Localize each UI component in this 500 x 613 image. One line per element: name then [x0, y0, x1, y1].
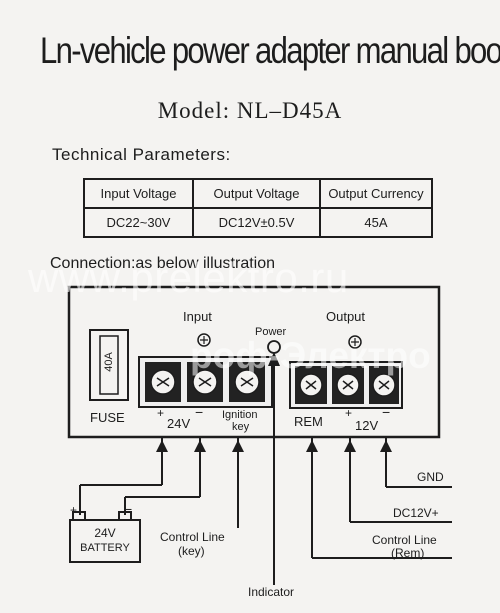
parameters-table: Input Voltage Output Voltage Output Curr…	[83, 178, 433, 238]
battery-minus-sign: −	[124, 501, 133, 517]
output-screw-icon	[348, 335, 362, 349]
output-plus-sign: +	[345, 406, 353, 420]
watermark-brand: роф-Электро	[190, 335, 431, 376]
parameters-value-row: DC22~30V DC12V±0.5V 45A	[83, 207, 433, 238]
input-terminal-block	[138, 356, 273, 408]
rem-label: REM	[294, 414, 323, 429]
value-output-currency: 45A	[319, 207, 433, 238]
fuse-holder	[89, 329, 129, 401]
output-minus-sign: −	[382, 404, 391, 420]
output-voltage-label: 12V	[355, 418, 379, 433]
technical-parameters-heading: Technical Parameters:	[52, 145, 231, 164]
header-input-voltage: Input Voltage	[83, 178, 194, 209]
battery	[69, 519, 141, 563]
fuse-element	[99, 335, 119, 395]
fuse-label: FUSE	[90, 410, 125, 425]
control-line-key-label: Control Line	[160, 530, 225, 544]
input-voltage-label: 24V	[167, 416, 191, 431]
value-output-voltage: DC12V±0.5V	[192, 207, 321, 238]
fuse-rating: 40A	[103, 352, 115, 372]
control-line-rem-label: Control Line	[372, 533, 437, 547]
page-title: Ln-vehicle power adapter manual book	[40, 30, 500, 71]
gnd-label: GND	[417, 470, 444, 484]
key-label: key	[232, 421, 250, 433]
battery-label: BATTERY	[80, 542, 130, 554]
control-line-rem-sub: (Rem)	[391, 546, 425, 560]
dc12v-label: DC12V+	[393, 506, 439, 520]
output-terminal-block	[289, 361, 403, 409]
output-label: Output	[326, 309, 366, 324]
adapter-body	[67, 285, 441, 439]
ignition-label: Ignition	[222, 409, 258, 421]
input-screw-icon	[197, 333, 211, 347]
input-minus-sign: −	[195, 404, 204, 420]
input-plus-sign: +	[157, 406, 165, 420]
power-label: Power	[255, 326, 287, 338]
header-output-voltage: Output Voltage	[192, 178, 321, 209]
connection-heading: Connection:as below illustration	[50, 255, 276, 272]
header-output-currency: Output Currency	[319, 178, 433, 209]
indicator-arrow-icon	[268, 352, 280, 366]
parameters-header-row: Input Voltage Output Voltage Output Curr…	[83, 178, 433, 209]
watermark-url: www.prelektro.ru	[28, 254, 349, 301]
input-label: Input	[183, 309, 212, 324]
control-line-key-sub: (key)	[178, 544, 205, 558]
value-input-voltage: DC22~30V	[83, 207, 194, 238]
indicator-label: Indicator	[248, 585, 295, 599]
model-number: Model: NL–D45A	[157, 98, 343, 123]
battery-voltage: 24V	[94, 526, 116, 540]
battery-plus-sign: +	[70, 503, 78, 517]
